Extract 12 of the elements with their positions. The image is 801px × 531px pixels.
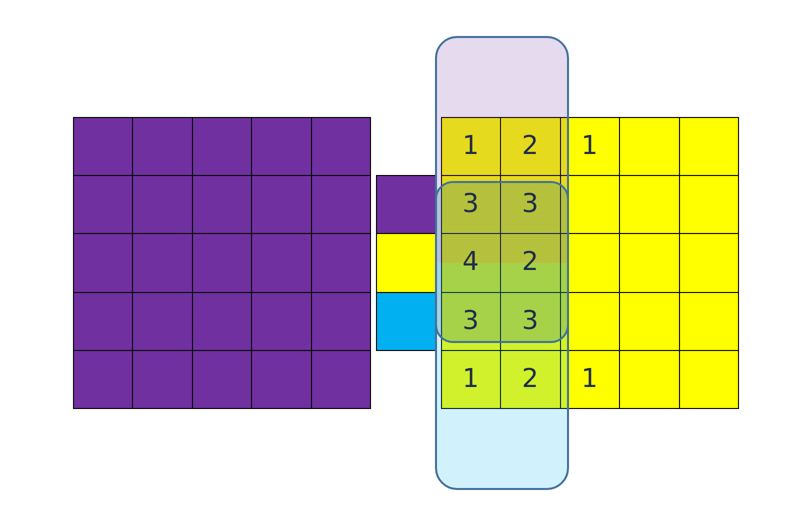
cell-value: 3 <box>520 304 540 338</box>
cell-value: 4 <box>461 246 480 280</box>
cell-value: 3 <box>520 188 540 222</box>
cell-value: 1 <box>461 130 480 164</box>
cell-value: 3 <box>461 304 480 338</box>
cell-value: 2 <box>520 362 540 396</box>
cell-value: 3 <box>461 188 480 222</box>
cell-value: 1 <box>461 362 480 396</box>
cell-value: 1 <box>580 362 599 396</box>
cell-value: 1 <box>580 130 599 164</box>
cell-value: 2 <box>520 130 540 164</box>
cell-value: 2 <box>520 246 540 280</box>
